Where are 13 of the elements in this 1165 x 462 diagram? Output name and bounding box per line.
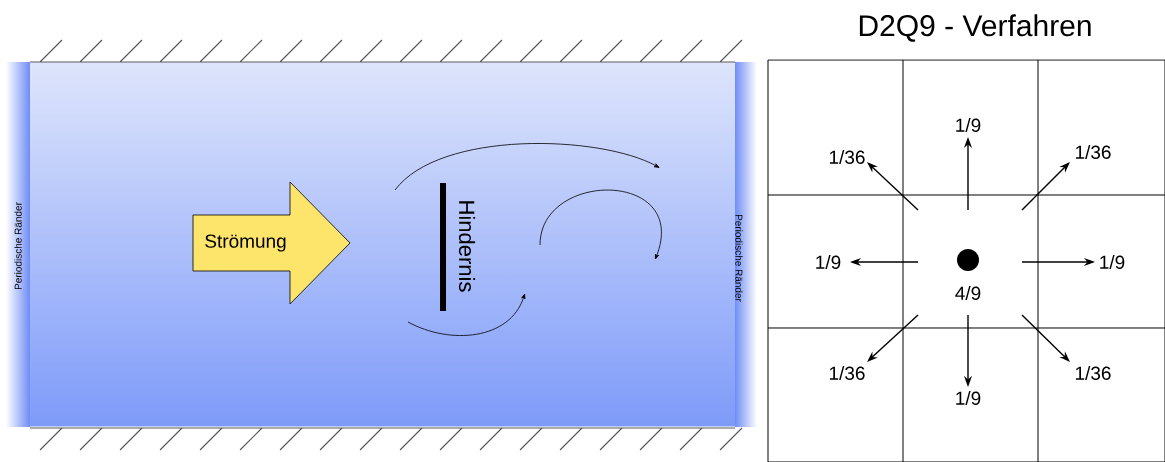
weight-label: 1/9 [816,255,841,269]
weight-label: 1/36 [1075,366,1111,380]
boundary-label: Periodische Ränder [14,202,22,290]
weight-label: 1/36 [1075,145,1111,159]
boundary-label: Periodische Ränder [735,214,743,302]
weight-label: 4/9 [955,286,981,300]
weight-label: 1/36 [829,366,865,380]
weight-label: 1/9 [956,391,981,405]
obstacle-label: Hindernis [458,201,476,292]
title: D2Q9 - Verfahren [859,14,1091,42]
weight-label: 1/9 [1100,255,1125,269]
weight-label: 1/9 [956,118,981,132]
weight-label: 1/36 [829,150,865,164]
